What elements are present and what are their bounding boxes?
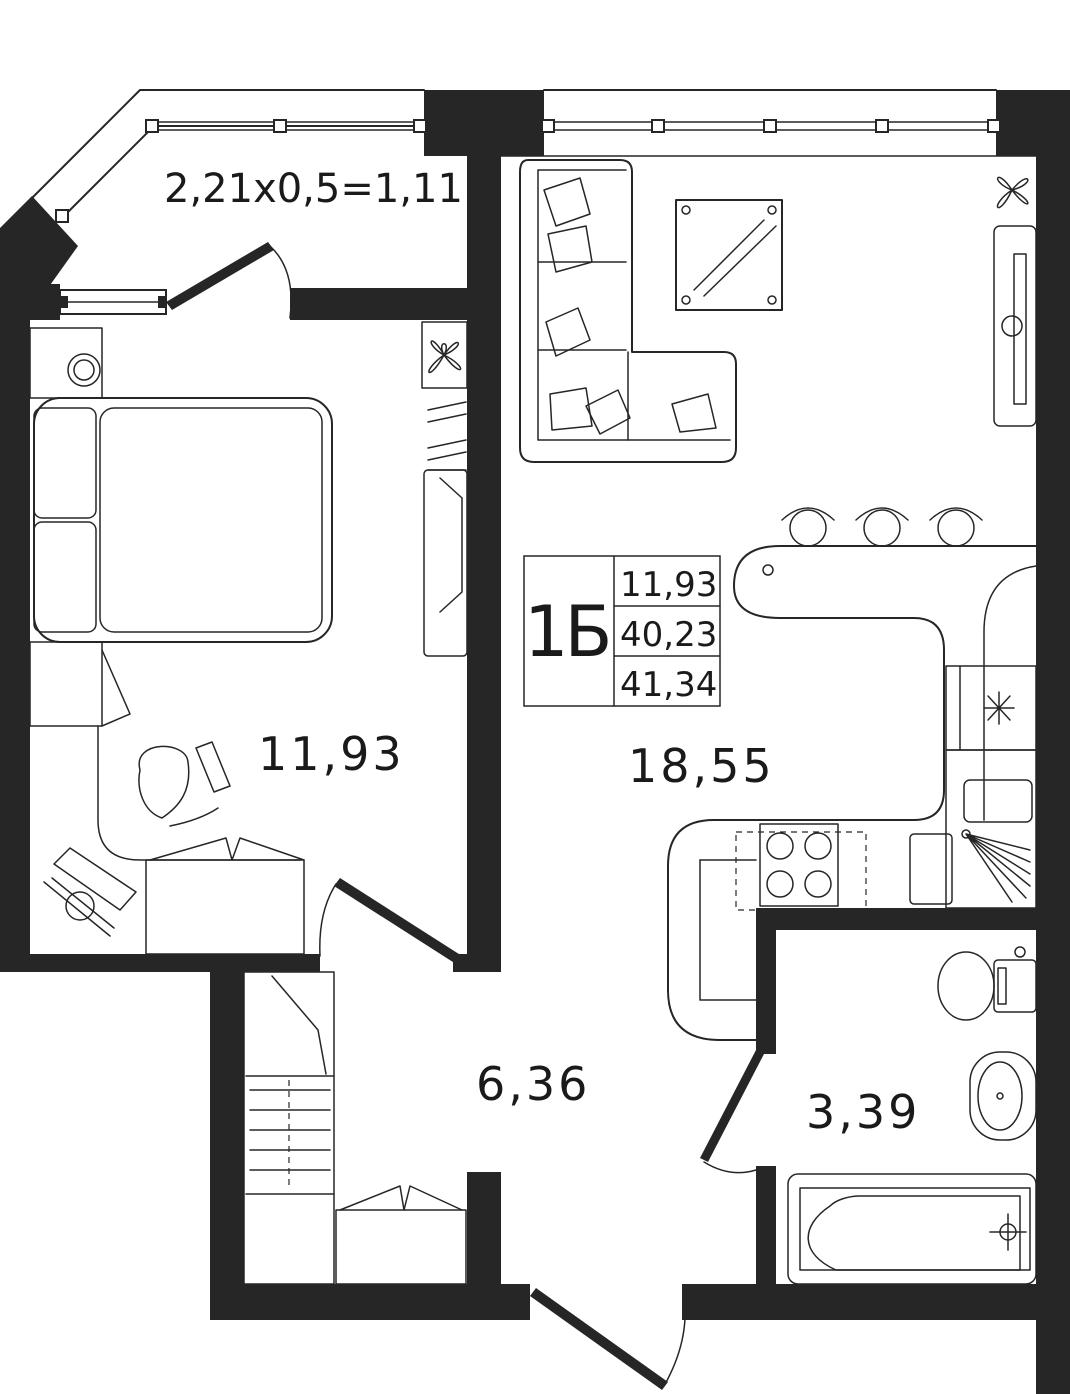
plant-icon bbox=[996, 176, 1029, 209]
apartment-code: 1Б bbox=[524, 591, 609, 673]
bedroom-furniture bbox=[29, 321, 468, 964]
plant-icon bbox=[421, 321, 468, 389]
total-area-with-balcony: 41,34 bbox=[620, 665, 717, 705]
bedroom-window bbox=[59, 289, 167, 315]
toilet-icon bbox=[937, 946, 1037, 1021]
bathtub-icon bbox=[787, 1173, 1037, 1285]
living-area-total: 11,93 bbox=[620, 565, 717, 605]
sink-icon bbox=[969, 1051, 1037, 1141]
balcony-door bbox=[166, 242, 292, 319]
total-area: 40,23 bbox=[620, 615, 717, 655]
apartment-summary: 1Б 11,93 40,23 41,34 bbox=[523, 555, 721, 707]
walls bbox=[0, 90, 1070, 1394]
hallway-area-label: 6,36 bbox=[476, 1057, 590, 1111]
hallway-furniture bbox=[243, 971, 686, 1390]
bedroom-area-label: 11,93 bbox=[258, 727, 405, 781]
living-furniture bbox=[519, 159, 1037, 1041]
bathroom-fixtures bbox=[700, 946, 1037, 1285]
balcony-glazing bbox=[29, 89, 1037, 223]
balcony-area-label: 2,21х0,5=1,11 bbox=[164, 166, 463, 212]
bathroom-area-label: 3,39 bbox=[806, 1085, 920, 1139]
living-area-label: 18,55 bbox=[628, 739, 775, 793]
area-labels: 2,21х0,5=1,11 11,93 18,55 6,36 3,39 bbox=[164, 166, 920, 1139]
